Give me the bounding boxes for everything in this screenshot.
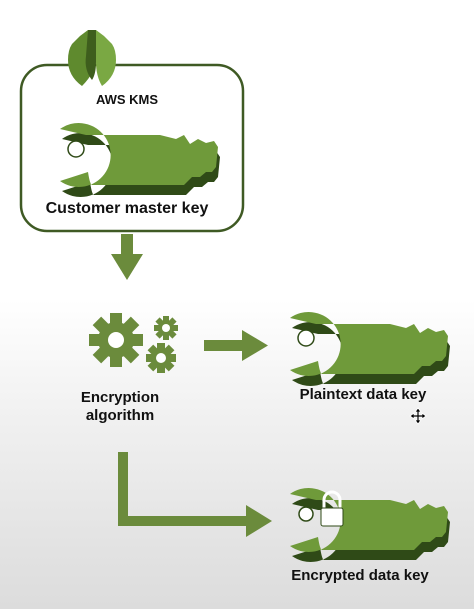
customer-master-key-icon <box>60 123 220 197</box>
encryption-algorithm-line2: algorithm <box>85 407 155 424</box>
plaintext-data-key-label: Plaintext data key <box>299 386 427 403</box>
encrypted-data-key-label: Encrypted data key <box>291 567 429 584</box>
gears-icon <box>89 313 178 373</box>
shield-icon <box>68 30 116 86</box>
encrypted-data-key-icon <box>290 488 450 562</box>
arrow-elbow <box>118 452 272 537</box>
encryption-algorithm-label: Encryption algorithm <box>50 389 190 425</box>
lock-icon <box>320 490 344 527</box>
customer-master-key-label: Customer master key <box>45 200 209 217</box>
service-label: AWS KMS <box>95 92 159 107</box>
arrow-right <box>204 330 268 361</box>
move-cursor-icon <box>409 407 427 425</box>
encryption-algorithm-line1: Encryption <box>80 389 160 406</box>
arrow-down <box>111 234 143 280</box>
kms-box <box>19 63 245 233</box>
plaintext-data-key-icon <box>290 312 450 386</box>
